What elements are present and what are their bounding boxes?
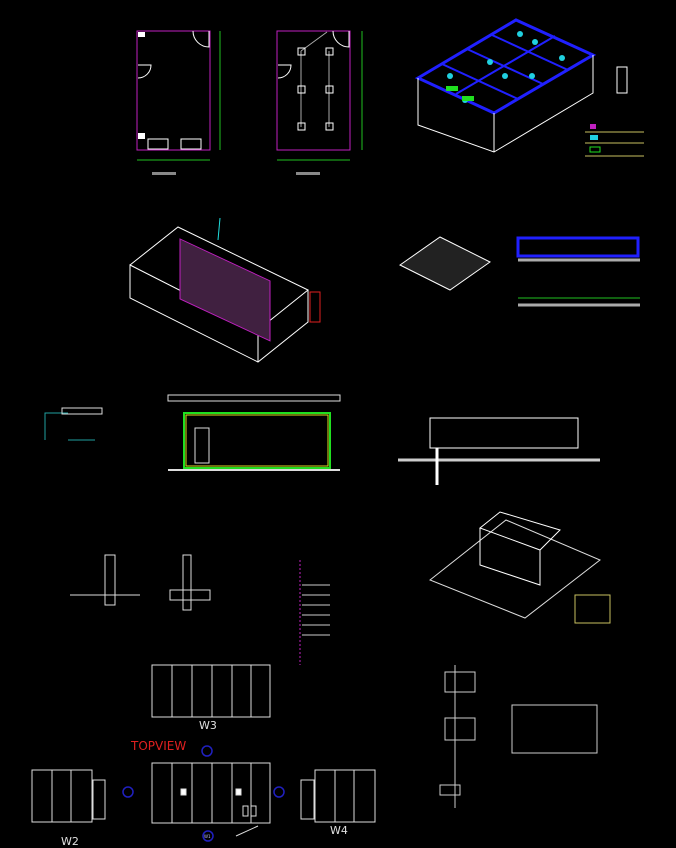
room-section [44,394,341,471]
elevation-w3 [151,664,271,718]
raised-floor-details [399,236,640,307]
wiring-diagrams [439,665,598,808]
wall-details [70,554,330,665]
elevation-w4-label: W4 [330,824,348,837]
isometric-room-roof [414,18,644,157]
view-markers [122,745,285,842]
elevation-w3-label: W3 [199,719,217,732]
floor-plan-lighting [276,30,363,175]
floor-plan-left [136,30,221,175]
isometric-server-room [129,217,321,363]
pipe-detail [398,417,600,485]
outdoor-unit-detail [429,511,611,624]
elevation-w2 [31,769,106,823]
marker-w1: W1 [204,834,211,839]
topview-plan [151,762,271,837]
elevation-w2-label: W2 [61,835,79,848]
topview-label: TOPVIEW [130,739,186,753]
elevation-w4 [300,769,376,823]
